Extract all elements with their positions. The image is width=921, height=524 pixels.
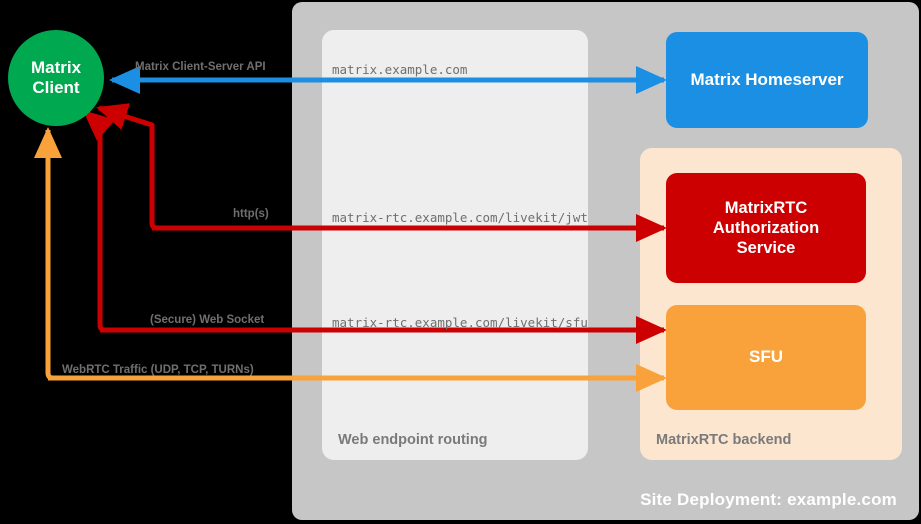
web-endpoint-routing-label: Web endpoint routing (338, 432, 488, 448)
matrixrtc-authorization-service-node[interactable]: MatrixRTC Authorization Service (666, 173, 866, 283)
url-matrix-example-com: matrix.example.com (332, 62, 468, 77)
label-secure-web-socket: (Secure) Web Socket (150, 314, 265, 326)
matrixrtc-backend-label: MatrixRTC backend (656, 432, 792, 448)
url-livekit-sfu: matrix-rtc.example.com/livekit/sfu (332, 315, 588, 330)
auth-service-label-line1: MatrixRTC (724, 198, 808, 217)
matrix-client-label-line2: Client (32, 78, 80, 97)
matrix-client-node[interactable]: Matrix Client (8, 30, 104, 126)
label-matrix-client-server-api: Matrix Client-Server API (135, 61, 266, 73)
matrix-homeserver-node[interactable]: Matrix Homeserver (666, 32, 868, 128)
auth-service-label-line2: Authorization (712, 218, 820, 237)
web-endpoint-routing-container: Web endpoint routing (322, 30, 588, 460)
sfu-node[interactable]: SFU (666, 305, 866, 410)
matrix-homeserver-label: Matrix Homeserver (690, 69, 844, 89)
label-https: http(s) (233, 208, 269, 220)
sfu-label: SFU (749, 347, 783, 367)
url-livekit-jwt: matrix-rtc.example.com/livekit/jwt (332, 210, 588, 225)
site-deployment-label: Site Deployment: example.com (640, 490, 897, 509)
label-webrtc-traffic: WebRTC Traffic (UDP, TCP, TURNs) (62, 364, 254, 376)
matrix-client-label-line1: Matrix (30, 57, 82, 77)
auth-service-label-line3: Service (736, 239, 796, 258)
